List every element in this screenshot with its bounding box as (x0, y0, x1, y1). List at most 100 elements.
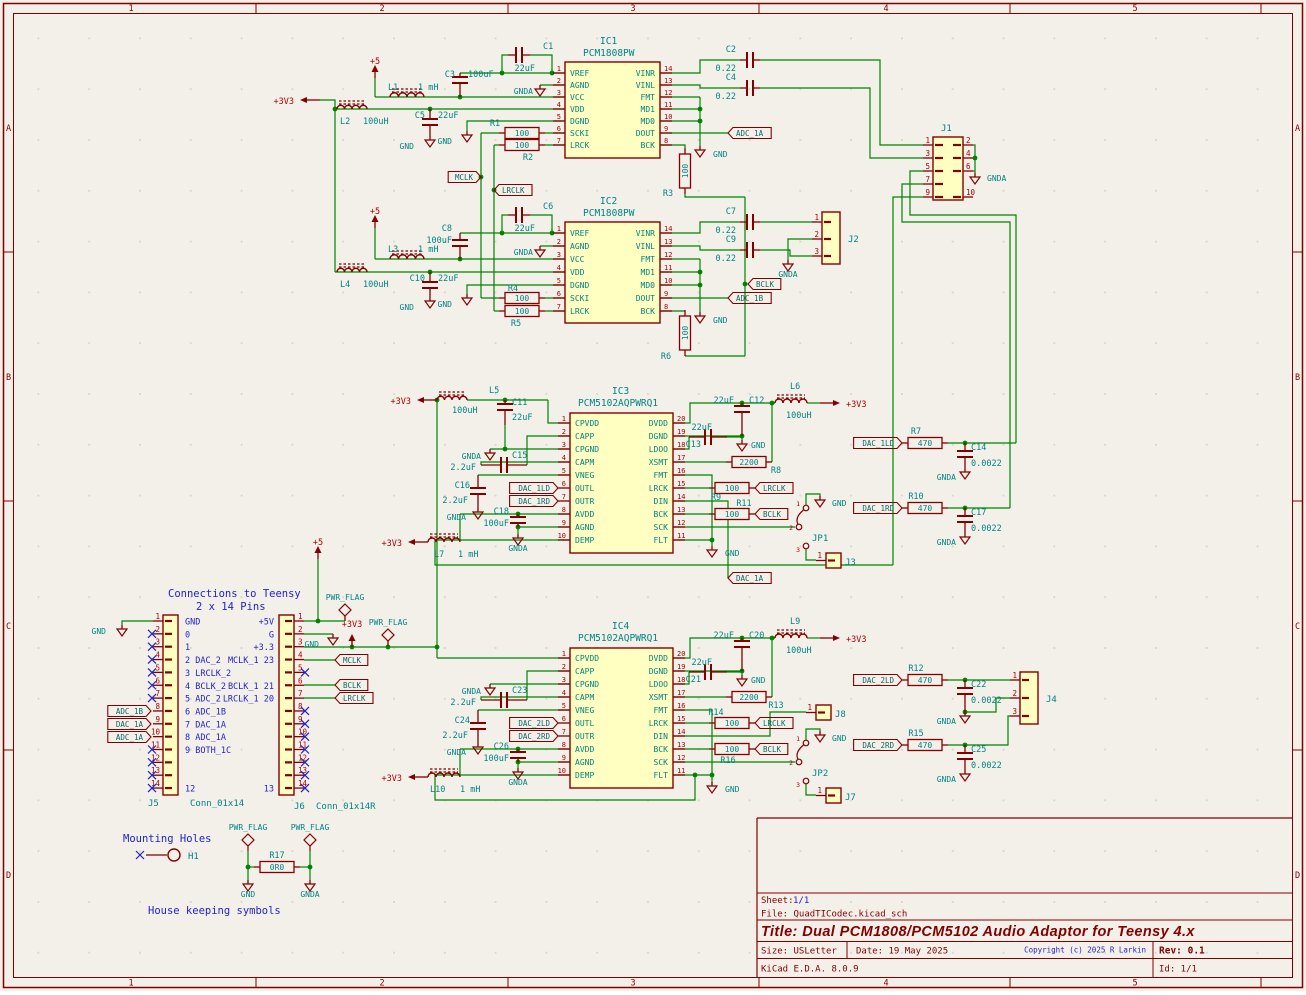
resistor-value[interactable]: 100 (725, 484, 740, 493)
wire[interactable] (480, 696, 570, 700)
power-label[interactable]: +3V3 (846, 400, 866, 410)
pin-name[interactable]: LDOO (649, 445, 668, 454)
pin-number[interactable]: 1 (155, 612, 160, 621)
no-connect-x[interactable] (147, 629, 157, 639)
capacitor-ref[interactable]: C3 (445, 70, 455, 80)
pin-number[interactable]: 1 (796, 735, 800, 743)
pin-number[interactable]: 16 (677, 467, 685, 475)
capacitor-ref[interactable]: C8 (442, 224, 452, 234)
pin-number[interactable]: 14 (298, 779, 308, 788)
pin-name[interactable]: MD0 (641, 281, 656, 290)
gnda-label[interactable]: GNDA (778, 270, 797, 279)
pin-number[interactable]: 15 (677, 480, 685, 488)
resistor-ref[interactable]: R9 (711, 493, 721, 503)
net-label-text[interactable]: BCLK (763, 745, 782, 754)
gnd-label[interactable]: GND (400, 303, 415, 312)
gnda-symbol-icon[interactable] (533, 249, 547, 259)
pin-name[interactable]: MD0 (641, 117, 656, 126)
gnd-symbol-icon[interactable] (735, 678, 749, 688)
pin-name[interactable]: DEMP (575, 771, 594, 780)
pin-name[interactable]: BCK (641, 307, 656, 316)
gnd-label[interactable]: GND (751, 676, 766, 685)
pin-number[interactable]: 18 (677, 676, 685, 684)
pin-number[interactable]: 14 (151, 779, 161, 788)
pin-number[interactable]: 1 (925, 136, 930, 145)
pin-number[interactable]: 9 (664, 290, 668, 298)
gnd-label[interactable]: GND (438, 300, 453, 309)
gnd-symbol-icon[interactable] (705, 785, 719, 795)
gnda-label[interactable]: GNDA (937, 775, 956, 784)
pin-name[interactable]: DIN (654, 497, 669, 506)
pin-name[interactable]: CPVDD (575, 419, 599, 428)
net-label-DAC_1LD[interactable] (853, 436, 903, 450)
power-+3v3-arrow-icon[interactable] (833, 635, 840, 641)
net-label-DAC_1A[interactable] (107, 717, 152, 731)
inductor-value[interactable]: 1 mH (418, 245, 438, 255)
pwr-flag-icon[interactable] (241, 833, 255, 847)
pin-name[interactable]: CAPP (575, 432, 594, 441)
wire[interactable] (760, 249, 812, 257)
pin-number[interactable]: 7 (298, 689, 303, 698)
wire[interactable] (673, 709, 713, 775)
wire[interactable] (434, 539, 893, 566)
net-label-text[interactable]: ADC_1B (736, 294, 764, 303)
wire[interactable] (673, 500, 729, 578)
pin-number[interactable]: 5 (562, 467, 566, 475)
wire[interactable] (973, 144, 976, 173)
gnda-symbol-icon[interactable] (483, 687, 497, 697)
no-connect-x[interactable] (147, 655, 157, 664)
ic-value[interactable]: PCM1808PW (583, 48, 635, 59)
pin-number[interactable]: 1 (807, 703, 812, 712)
resistor-ref[interactable]: R6 (661, 352, 671, 362)
wire[interactable] (673, 711, 806, 737)
no-connect-x[interactable] (147, 770, 157, 780)
net-label-BCLK[interactable] (334, 678, 369, 692)
resistor-ref[interactable]: R16 (720, 756, 735, 766)
net-label-LRCLK[interactable] (334, 691, 374, 705)
component-IC2[interactable] (564, 221, 661, 324)
gnd-symbol-icon[interactable] (705, 549, 719, 559)
pin-name[interactable]: DOUT (636, 294, 655, 303)
capacitor-ref[interactable]: C24 (455, 716, 470, 726)
power-label[interactable]: +3V3 (846, 635, 866, 645)
resistor-ref[interactable]: R12 (908, 664, 923, 674)
capacitor-value[interactable]: 2.2uF (442, 731, 468, 741)
power-+3v3-arrow-icon[interactable] (833, 400, 840, 406)
pin-number[interactable]: 3 (557, 89, 561, 97)
ic-ref[interactable]: IC3 (612, 386, 629, 397)
jumper-pin[interactable] (795, 523, 803, 531)
power-label[interactable]: +3V3 (382, 774, 402, 784)
net-label-text[interactable]: LRCLK (343, 694, 366, 703)
connector-ref[interactable]: J4 (1046, 695, 1057, 705)
pin-number[interactable]: 11 (298, 741, 307, 750)
net-label-text[interactable]: DAC_1A (116, 720, 144, 729)
mounting-hole-ref[interactable]: H1 (188, 852, 199, 862)
resistor-ref[interactable]: R13 (768, 701, 783, 711)
mounting-hole-icon[interactable] (167, 848, 181, 862)
no-connect-x[interactable] (147, 757, 157, 767)
pin-name[interactable]: FMT (654, 706, 669, 715)
wire[interactable] (547, 400, 570, 424)
net-label-LRCLK[interactable] (493, 183, 533, 197)
gnda-symbol-icon[interactable] (511, 537, 525, 547)
capacitor-ref[interactable]: C7 (726, 207, 736, 217)
wire[interactable] (434, 774, 696, 801)
gnda-label[interactable]: GNDA (937, 473, 956, 482)
ic-ref[interactable]: IC4 (612, 621, 629, 632)
net-label-text[interactable]: ADC_1A (116, 733, 144, 742)
pin-number[interactable]: 8 (562, 741, 566, 749)
pin-number[interactable]: 7 (557, 137, 561, 145)
wire[interactable] (673, 474, 713, 540)
jumper-pin[interactable] (795, 758, 803, 766)
wire[interactable] (965, 715, 1010, 746)
pin-number[interactable]: 11 (677, 532, 685, 540)
power-+3v3-arrow-icon[interactable] (408, 774, 415, 780)
capacitor-value[interactable]: 100uF (483, 754, 509, 764)
power-+3v3-arrow-icon[interactable] (300, 97, 307, 103)
resistor-value[interactable]: 100 (515, 129, 530, 138)
net-label-text[interactable]: DAC_1RD (518, 497, 550, 506)
wire[interactable] (526, 435, 570, 465)
net-label-text[interactable]: DAC_1A (736, 574, 764, 583)
pin-number[interactable]: 2 (557, 238, 561, 246)
capacitor-value[interactable]: 0.0022 (971, 459, 1002, 469)
